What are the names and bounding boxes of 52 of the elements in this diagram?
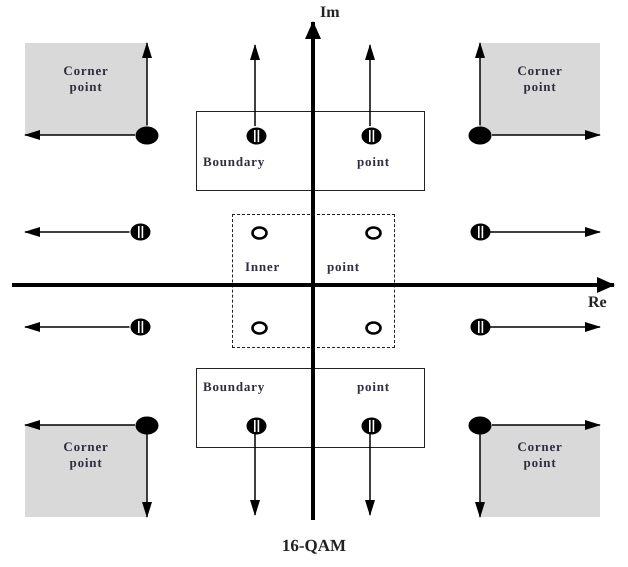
- arrow: [490, 322, 601, 332]
- region-label: Corner point: [62, 439, 110, 472]
- arrow: [365, 44, 375, 126]
- region-label: Corner point: [516, 439, 564, 472]
- constellation-point: [468, 416, 492, 434]
- arrow: [250, 434, 260, 516]
- arrow: [142, 434, 152, 518]
- constellation-point: [246, 127, 266, 145]
- arrow: [492, 420, 601, 430]
- axis-label: Im: [320, 4, 340, 22]
- shaded-region: [25, 425, 147, 517]
- arrow: [475, 42, 485, 126]
- constellation-point: [250, 226, 268, 240]
- arrow: [490, 227, 601, 237]
- constellation-point: [130, 318, 150, 336]
- arrow: [250, 44, 260, 126]
- region-label: point: [357, 379, 390, 396]
- shaded-region: [480, 425, 600, 517]
- region-label: point: [327, 259, 360, 276]
- constellation-point: [246, 417, 266, 435]
- region-label: Boundary: [203, 154, 266, 170]
- arrow: [142, 42, 152, 126]
- region-label: Boundary: [203, 379, 266, 396]
- constellation-point: [130, 223, 150, 241]
- shaded-region: [25, 43, 147, 135]
- dashed-region-box: [232, 214, 395, 348]
- arrow: [24, 130, 135, 140]
- constellation-point: [364, 226, 382, 240]
- constellation-point: [470, 223, 490, 241]
- region-label: Corner point: [62, 63, 110, 96]
- constellation-point: [135, 126, 159, 144]
- caption: 16-QAM: [280, 536, 348, 556]
- region-label: point: [357, 154, 390, 170]
- constellation-point: [470, 318, 490, 336]
- region-label: Inner: [245, 259, 280, 276]
- shaded-region: [480, 43, 600, 135]
- constellation-point: [364, 321, 382, 335]
- arrow: [24, 322, 130, 332]
- arrow: [492, 130, 601, 140]
- region-box: [196, 111, 425, 191]
- constellation-point: [468, 126, 492, 144]
- constellation-point: [250, 321, 268, 335]
- arrow: [365, 434, 375, 516]
- arrow: [24, 227, 130, 237]
- constellation-point: [360, 127, 382, 145]
- arrow: [475, 434, 485, 518]
- axis-label: Re: [588, 294, 607, 312]
- arrow: [24, 420, 135, 430]
- region-box: [196, 368, 425, 448]
- constellation-point: [135, 416, 159, 434]
- constellation-point: [360, 417, 382, 435]
- region-label: Corner point: [516, 63, 564, 96]
